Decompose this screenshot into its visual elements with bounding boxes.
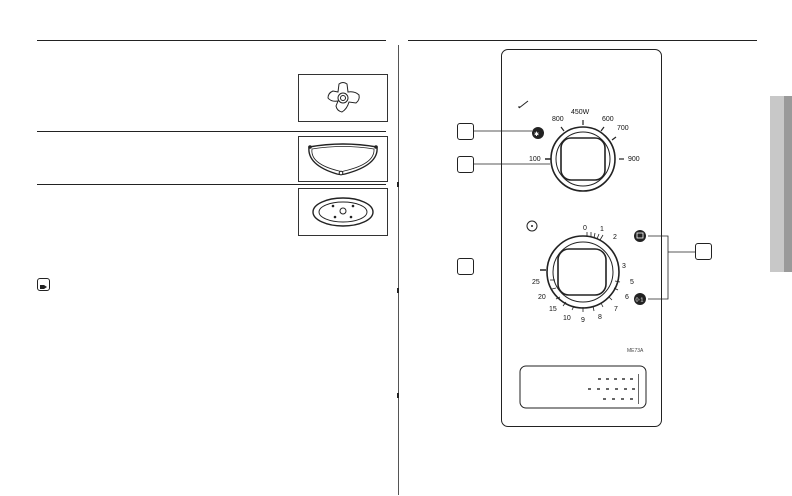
coupler-image <box>298 74 388 122</box>
power-label-450: 450W <box>571 109 590 116</box>
timer-label-10: 10 <box>563 315 571 322</box>
callout-3 <box>457 258 474 275</box>
timer-label-1: 1 <box>600 226 604 233</box>
timer-label-3: 3 <box>622 263 626 270</box>
timer-label-6: 6 <box>625 294 629 301</box>
callout-2 <box>457 156 474 173</box>
power-label-600: 600 <box>602 116 614 123</box>
power-dial-ticks <box>560 120 624 160</box>
timer-dial-ticks <box>550 232 621 312</box>
start-button[interactable] <box>634 230 646 242</box>
stop-clear-button[interactable]: 0·1 <box>634 293 646 305</box>
timer-label-8: 8 <box>598 314 602 321</box>
defrost-icon: ✱ <box>532 127 544 139</box>
start-stop-bracket <box>648 235 669 300</box>
section-rule-1 <box>37 131 386 132</box>
center-mark-3 <box>397 393 399 398</box>
top-rule-left <box>37 40 386 41</box>
timer-label-9: 9 <box>581 317 585 324</box>
accent-mark <box>518 100 529 109</box>
timer-label-15: 15 <box>549 306 557 313</box>
model-label: ME73A <box>627 348 644 354</box>
turntable-illustration <box>312 197 374 227</box>
section-tab-edge <box>784 96 792 272</box>
timer-label-5: 5 <box>630 279 634 286</box>
timer-label-7: 7 <box>614 306 618 313</box>
timer-label-0: 0 <box>583 225 587 232</box>
roller-ring-image <box>298 136 388 182</box>
roller-ring-illustration <box>308 143 378 176</box>
note-icon <box>37 278 50 291</box>
power-dial[interactable] <box>545 126 616 192</box>
svg-text:✱: ✱ <box>534 131 539 138</box>
timer-dial[interactable] <box>540 235 620 309</box>
timer-label-20: 20 <box>538 294 546 301</box>
callout-4 <box>695 243 712 260</box>
callout-1 <box>457 123 474 140</box>
power-label-700: 700 <box>617 125 629 132</box>
top-rule-right <box>408 40 757 41</box>
power-label-100: 100 <box>529 156 541 163</box>
power-indicator <box>526 220 538 232</box>
timer-label-2: 2 <box>613 234 617 241</box>
center-mark-1 <box>397 182 399 187</box>
timer-label-25: 25 <box>532 279 540 286</box>
rating-plate <box>519 365 647 409</box>
center-mark-2 <box>397 288 399 293</box>
svg-text:0·1: 0·1 <box>636 298 644 304</box>
power-label-800-left: 800 <box>552 116 564 123</box>
power-label-900: 900 <box>628 156 640 163</box>
section-rule-2 <box>37 184 386 185</box>
coupler-illustration <box>327 82 360 113</box>
center-divider <box>398 45 399 495</box>
turntable-image <box>298 188 388 236</box>
